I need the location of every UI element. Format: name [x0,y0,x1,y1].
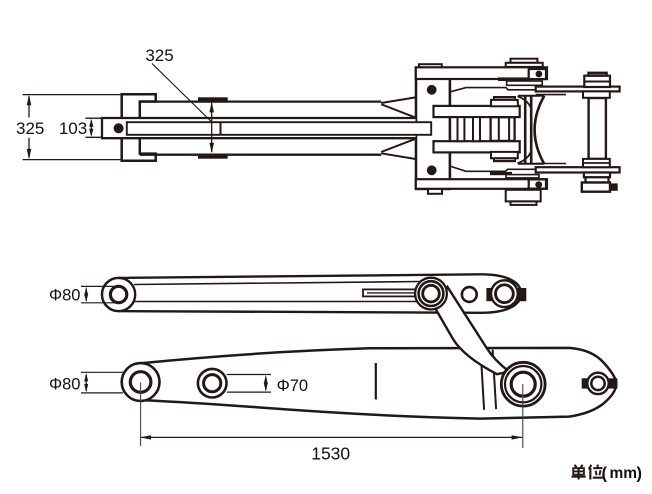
svg-text:mm: mm [610,465,638,482]
svg-text:Φ80: Φ80 [49,375,81,393]
svg-text:Φ80: Φ80 [49,286,81,304]
svg-text:325: 325 [16,119,44,138]
svg-text:103: 103 [59,119,87,138]
svg-text:): ) [637,465,643,483]
svg-text:Φ70: Φ70 [277,377,309,395]
svg-text:(: ( [602,465,608,483]
svg-text:325: 325 [145,46,173,65]
svg-text:1530: 1530 [311,443,350,463]
